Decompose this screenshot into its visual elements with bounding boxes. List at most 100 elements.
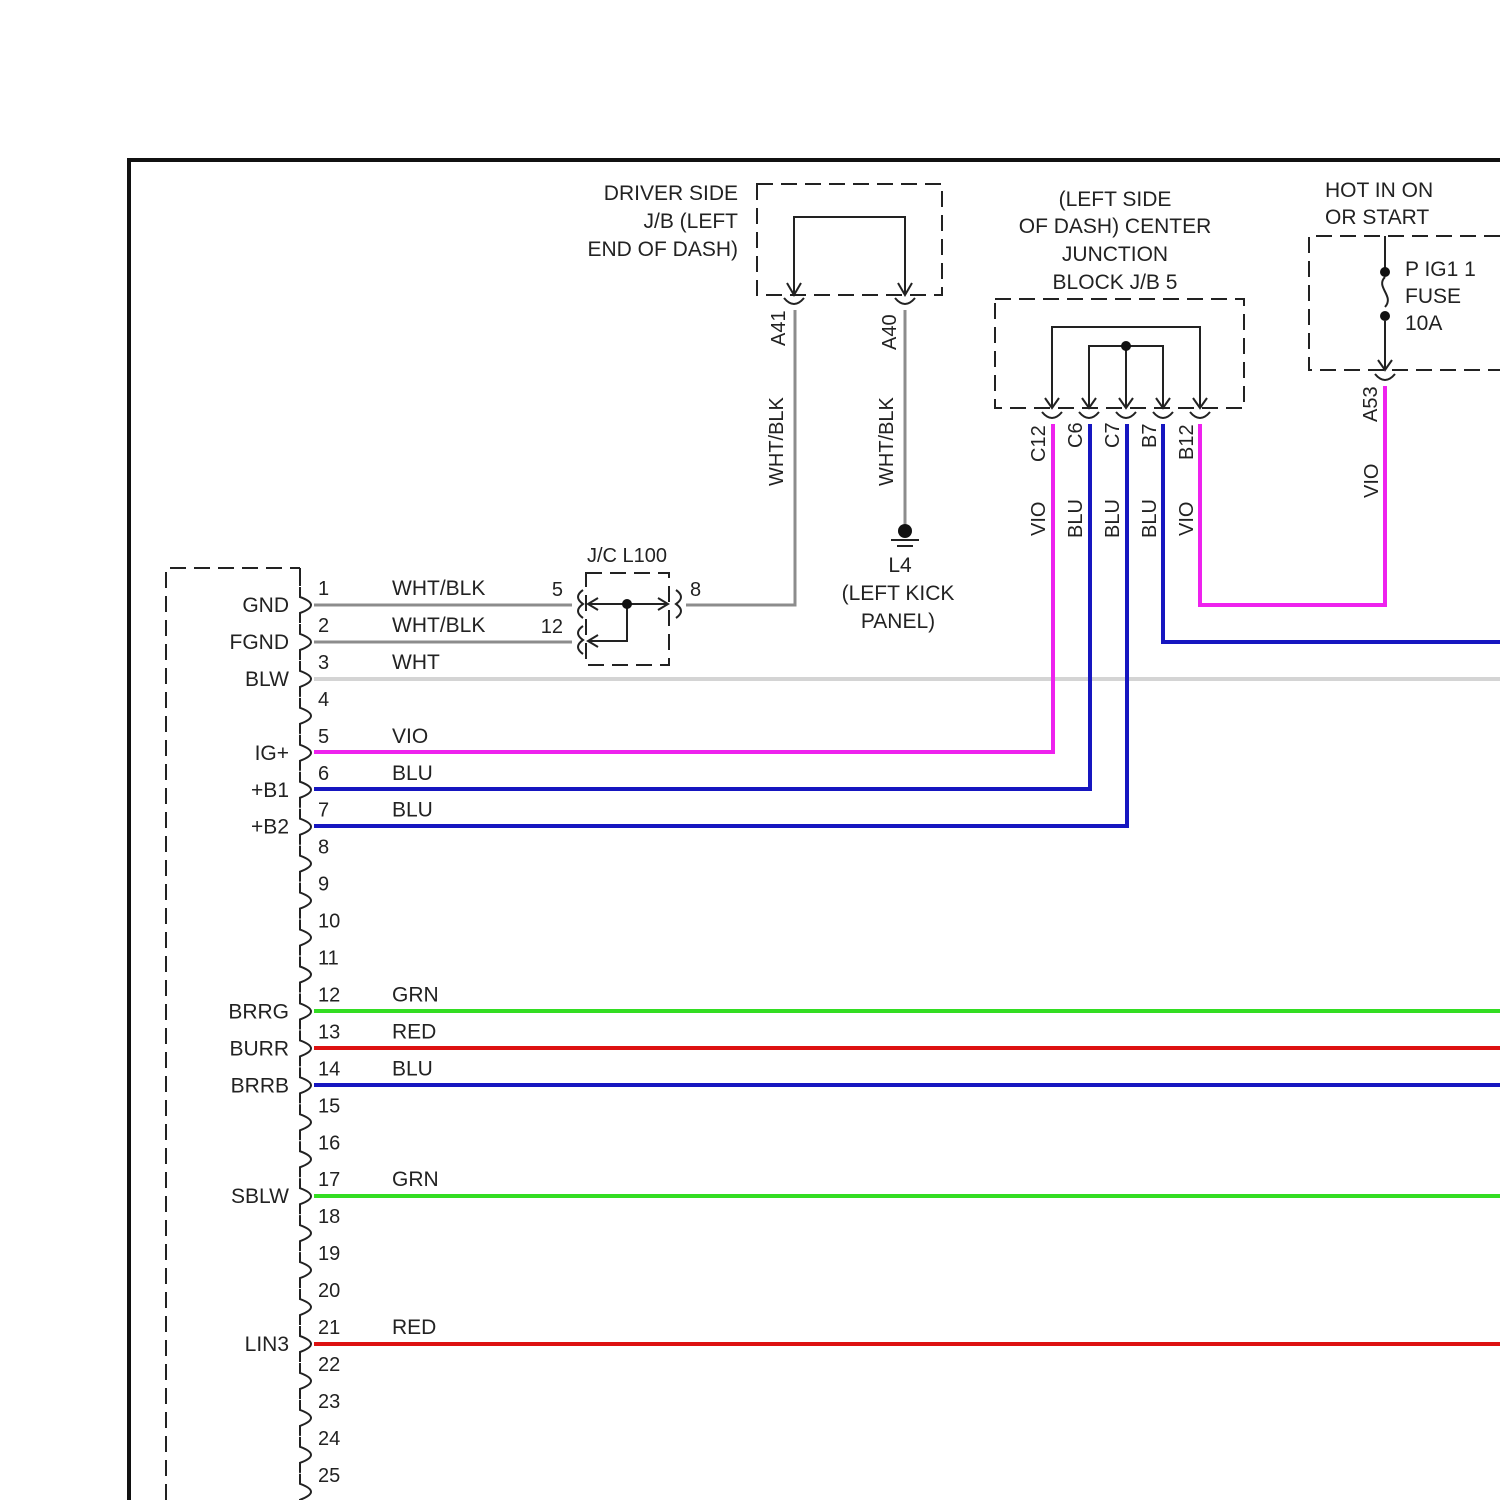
pin-b12-label: B12 [1176, 424, 1198, 460]
terminal-icon [300, 1104, 311, 1140]
terminal-icon [300, 1252, 311, 1288]
terminal-icon [300, 920, 311, 956]
pin-number: 8 [318, 837, 329, 859]
pin-a53-label: A53 [1360, 386, 1382, 422]
pin-wire-color: WHT [392, 651, 440, 674]
ground-location-1: (LEFT KICK [842, 582, 955, 605]
driver-jb-title-3: END OF DASH) [587, 238, 738, 261]
main-connector: 1GNDWHT/BLK2FGNDWHT/BLK3BLWWHT45IG+VIO6+… [166, 568, 485, 1500]
pin-number: 23 [318, 1391, 340, 1413]
pin-number: 11 [318, 948, 339, 970]
wire-label-c12: VIO [1028, 502, 1050, 536]
wire-label-c6: BLU [1065, 499, 1087, 538]
vertical-wire-labels: WHT/BLK WHT/BLK VIO BLU BLU BLU VIO VIO [766, 396, 1383, 538]
pin-wire-color: RED [392, 1020, 436, 1043]
jc-title: J/C L100 [587, 545, 667, 567]
fuse-name-1: P IG1 1 [1405, 258, 1476, 281]
terminal-icon [300, 1215, 311, 1251]
center-jb-title-3: JUNCTION [1062, 243, 1168, 266]
pin-signal-name: IG+ [255, 742, 289, 765]
pin-number: 20 [318, 1280, 340, 1302]
wires [314, 310, 1500, 1344]
wire-b12-a53 [1200, 386, 1385, 605]
terminal-icon [300, 698, 311, 734]
terminal-icon [300, 587, 311, 623]
terminal-icon [300, 809, 311, 845]
jc-pin-12: 12 [541, 616, 563, 638]
terminal-icon [300, 772, 311, 808]
terminal-icon [300, 624, 311, 660]
pin-wire-color: BLU [392, 799, 433, 822]
pin-wire-color: BLU [392, 1057, 433, 1080]
connector-pin-3: 3BLWWHT [245, 651, 440, 697]
pin-wire-color: GRN [392, 983, 439, 1006]
driver-jb-title-2: J/B (LEFT [643, 210, 738, 233]
ground-l4: L4 (LEFT KICK PANEL) [842, 524, 955, 633]
pin-wire-color: BLU [392, 762, 433, 785]
terminal-icon [300, 1326, 311, 1362]
center-jb-title-1: (LEFT SIDE [1059, 188, 1172, 211]
connector-pin-25: 25 [300, 1465, 340, 1500]
wire-label-a53: VIO [1361, 464, 1383, 498]
driver-side-jb: DRIVER SIDE J/B (LEFT END OF DASH) A41 A… [587, 182, 942, 350]
jc-pin-8: 8 [690, 579, 701, 601]
pin-signal-name: FGND [230, 631, 290, 654]
pin-number: 15 [318, 1095, 340, 1117]
jc-splice-dot [622, 599, 632, 609]
pin-number: 10 [318, 911, 340, 933]
terminal-icon [300, 1178, 311, 1214]
terminal-icon [300, 1067, 311, 1103]
pin-signal-name: BLW [245, 668, 289, 691]
pin-a41-label: A41 [768, 310, 790, 346]
pin-a40-label: A40 [879, 314, 901, 350]
pin-number: 7 [318, 800, 329, 822]
wire-label-c7: BLU [1102, 499, 1124, 538]
pin-c6-label: C6 [1065, 422, 1087, 448]
pin-number: 18 [318, 1206, 340, 1228]
fuse-box: HOT IN ON OR START P IG1 1 FUSE 10A A53 [1309, 179, 1500, 422]
wire-label-a41: WHT/BLK [766, 396, 788, 486]
pin-wire-color: WHT/BLK [392, 614, 485, 637]
pin-number: 12 [318, 984, 340, 1006]
terminal-icon [300, 1437, 311, 1473]
pin-number: 2 [318, 615, 329, 637]
ground-location-2: PANEL) [861, 610, 935, 633]
pin-wire-color: WHT/BLK [392, 577, 485, 600]
center-jb-splice-dot [1121, 341, 1131, 351]
pin-wire-color: GRN [392, 1168, 439, 1191]
center-jb-title-2: OF DASH) CENTER [1019, 215, 1212, 238]
center-jb-title-4: BLOCK J/B 5 [1053, 271, 1178, 294]
pin-signal-name: LIN3 [245, 1333, 289, 1356]
pin-signal-name: +B1 [251, 779, 289, 802]
pin-signal-name: SBLW [231, 1185, 289, 1208]
wire-label-b7: BLU [1139, 499, 1161, 538]
pin-b7-label: B7 [1139, 424, 1161, 448]
terminal-icon [300, 1030, 311, 1066]
pin-number: 1 [318, 578, 329, 600]
pin-signal-name: BRRB [231, 1074, 289, 1097]
pin-number: 5 [318, 726, 329, 748]
jc-pin-5: 5 [552, 579, 563, 601]
pin-number: 21 [318, 1317, 340, 1339]
terminal-icon [300, 1400, 311, 1436]
wire-b7 [1163, 424, 1500, 642]
pin-signal-name: BRRG [228, 1000, 289, 1023]
fuse-icon [1382, 277, 1388, 307]
pin-number: 22 [318, 1354, 340, 1376]
pin-number: 25 [318, 1465, 340, 1487]
pin-c12-label: C12 [1028, 425, 1050, 462]
pin-wire-color: RED [392, 1316, 436, 1339]
wire-label-b12: VIO [1176, 502, 1198, 536]
terminal-icon [300, 846, 311, 882]
terminal-icon [300, 883, 311, 919]
driver-jb-title-1: DRIVER SIDE [604, 182, 738, 205]
terminal-icon [300, 1289, 311, 1325]
terminal-icon [300, 735, 311, 771]
pin-number: 24 [318, 1428, 340, 1450]
pin-number: 4 [318, 689, 329, 711]
pin-signal-name: +B2 [251, 816, 289, 839]
fuse-rating: 10A [1405, 312, 1442, 335]
